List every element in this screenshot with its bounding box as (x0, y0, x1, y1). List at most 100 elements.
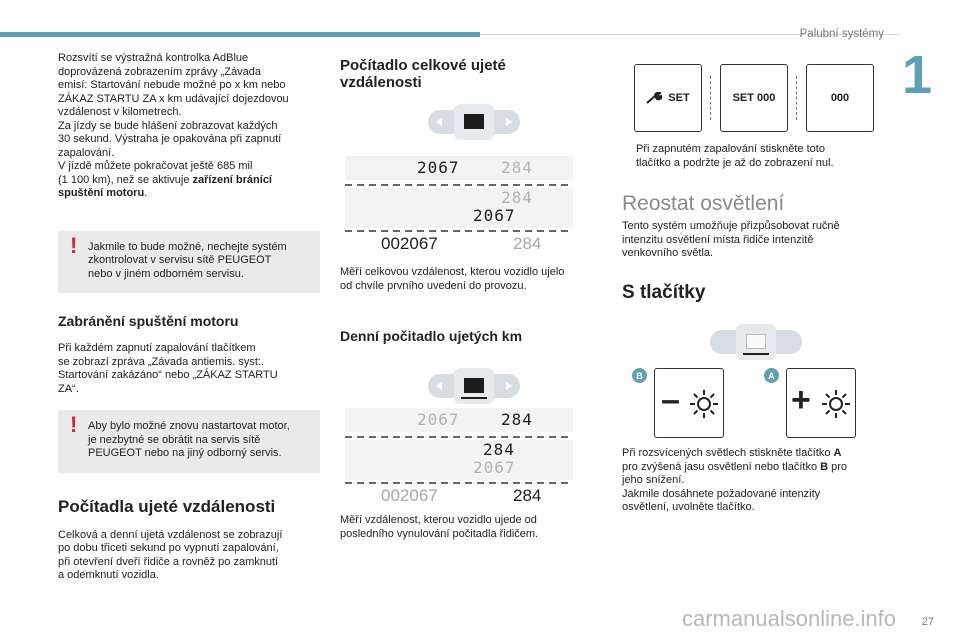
text-line: od chvíle prvního uvedení do provozu. (340, 279, 527, 292)
wrench-icon (646, 92, 663, 104)
reset-instruction: Při zapnutém zapalování stiskněte toto t… (622, 143, 884, 173)
text-line: Měří celkovou vzdálenost, kterou vozidlo… (340, 266, 565, 278)
text-line: po dobu třiceti sekund po vypnutí zapalo… (58, 542, 279, 554)
text-line: a odemknutí vozidla. (58, 569, 159, 581)
heading-line: vzdálenosti (340, 74, 422, 91)
watermark: carmanualsonline.info (682, 606, 897, 631)
right-arrow-icon (506, 118, 512, 126)
odo-total-value: 2067 (417, 410, 460, 429)
rheostat-paragraph: Tento systém umožňuje přizpůsobovat ručn… (622, 220, 840, 261)
bold-term: spuštění motoru (58, 187, 145, 199)
instrument-cluster-icon (428, 104, 520, 140)
odo-total-value: 2067 (417, 158, 460, 177)
set-label: SET 000 (732, 92, 776, 104)
odo-trip-full: 284 (513, 234, 542, 253)
step-separator (710, 76, 712, 120)
text-line: osvětlení, uvolněte tlačítko. (622, 501, 755, 513)
text-line: je nezbytné se obrátit na servis sítě (88, 433, 261, 446)
set-label: 000 (830, 92, 850, 104)
text-line: tlačítko a podržte je až do zobrazení nu… (636, 156, 834, 169)
column-left: Rozsvítí se výstražná kontrolka AdBlue d… (58, 52, 320, 583)
text-line: ZA“. (58, 382, 79, 395)
text-line: Startování zakázáno“ nebo „ZÁKAZ STARTU (58, 369, 278, 381)
right-arrow-icon (506, 382, 512, 390)
trip-odometer-desc: Měří vzdálenost, kterou vozidlo ujede od… (340, 514, 538, 541)
set-button-step1: SET (634, 64, 702, 132)
text-line: ZÁKAZ STARTU ZA x km udávající dojezdovo… (58, 92, 289, 105)
text-line: posledního vynulování počitadla řidičem. (340, 527, 539, 540)
text-line: se zobrazí zpráva „Závada antiemis. syst… (58, 355, 265, 368)
badge-a: A (764, 368, 779, 383)
instruction-text: Při zapnutém zapalování stiskněte toto t… (636, 143, 884, 170)
warning-box-service: ! Jakmile to bude možné, nechejte systém… (58, 230, 320, 293)
text-line: jeho snížení. (622, 474, 685, 486)
left-arrow-icon (436, 382, 442, 390)
text-line: zapalování. (58, 146, 115, 159)
instrument-cluster-icon (428, 368, 520, 404)
warning-icon: ! (70, 412, 78, 437)
set-button-step3: 000 (806, 64, 874, 132)
text-line: Při každém zapnutí zapalování tlačítkem (58, 342, 256, 354)
odometers-paragraph: Celková a denní ujetá vzdálenost se zobr… (58, 529, 320, 583)
text-line: Tento systém umožňuje přizpůsobovat ručn… (622, 220, 840, 232)
heading-total-odometer: Počítadlo celkové ujeté vzdálenosti (340, 57, 506, 91)
sun-icon (822, 390, 850, 418)
text-line: venkovního světla. (622, 247, 714, 259)
text-line: PEUGEOT nebo na jiný odborný servis. (88, 447, 282, 459)
odo-total-value: 2067 (473, 206, 516, 225)
heading-line: Počítadlo celkové ujeté (340, 57, 506, 74)
heading-rheostat: Reostat osvětlení (622, 192, 785, 215)
odo-trip-value: 284 (501, 188, 533, 207)
text-line: 30 sekund. Výstraha je opakována při zap… (58, 133, 282, 145)
heading-buttons: S tlačítky (622, 282, 706, 303)
brightness-decrease-button: – (654, 368, 724, 438)
text-end: . (144, 187, 148, 199)
heading-prevent-start: Zabránění spuštění motoru (58, 313, 239, 329)
page-number: 27 (921, 616, 934, 628)
odo-trip-value: 284 (501, 410, 533, 429)
text-line: Rozsvítí se výstražná kontrolka AdBlue (58, 52, 249, 64)
badge-b: B (632, 368, 647, 383)
odo-total-full: 002067 (381, 234, 438, 253)
bold-term: zařízení bránící (192, 173, 272, 186)
text-line: Za jízdy se bude hlášení zobrazovat každ… (58, 119, 278, 132)
sun-icon (690, 390, 718, 418)
text-line: při otevření dveří řidiče a rovněž po za… (58, 555, 279, 568)
warning-icon: ! (70, 232, 78, 258)
buttons-paragraph: Při rozsvícených světlech stiskněte tlač… (622, 447, 847, 515)
odometer-display-trip: 2067 284 284 2067 002067 284 (345, 408, 573, 508)
odo-trip-value: 284 (483, 440, 515, 459)
text-line: doprovázená zobrazením zprávy „Závada (58, 65, 261, 78)
bold-term: A (833, 447, 842, 459)
text-line: intenzitu osvětlení místa řidiče intenzi… (622, 233, 814, 246)
odometer-display-total: 2067 284 284 2067 002067 284 (345, 156, 573, 256)
text-line: Jakmile dosáhnete požadované intenzity (622, 487, 821, 500)
brightness-increase-button: + (786, 368, 856, 438)
step-separator (796, 76, 798, 120)
text-line: Při rozsvícených světlech stiskněte tlač… (622, 447, 834, 459)
text-line: Aby bylo možné znovu nastartovat motor, (88, 420, 290, 432)
text-line: (1 100 km), než se aktivuje (58, 173, 193, 186)
text-line: pro (828, 460, 848, 473)
text-line: Celková a denní ujetá vzdálenost se zobr… (58, 528, 283, 541)
text-line: V jízdě můžete pokračovat ještě 685 mil (58, 160, 253, 172)
header-accent-bar (0, 32, 480, 37)
set-button-step2: SET 000 (720, 64, 788, 132)
instrument-cluster-icon (710, 324, 802, 360)
plus-icon: + (791, 381, 811, 419)
text-line: emisí: Startování nebude možné po x km n… (58, 79, 286, 91)
odo-trip-value: 284 (501, 158, 533, 177)
text-line: vzdálenost v kilometrech. (58, 106, 182, 118)
text-line: Měří vzdálenost, kterou vozidlo ujede od (340, 514, 537, 526)
warning-box-restart: ! Aby bylo možné znovu nastartovat motor… (58, 410, 320, 473)
set-label: SET (668, 92, 690, 104)
section-title: Palubní systémy (799, 28, 884, 40)
total-odometer-desc: Měří celkovou vzdálenost, kterou vozidlo… (340, 266, 564, 293)
text-line: Jakmile to bude možné, nechejte systém (88, 240, 287, 253)
heading-odometers: Počítadla ujeté vzdálenosti (58, 496, 276, 516)
adblue-paragraph: Rozsvítí se výstražná kontrolka AdBlue d… (58, 52, 320, 201)
chapter-number: 1 (901, 45, 932, 105)
left-arrow-icon (436, 118, 442, 126)
header-rule (480, 34, 900, 35)
prevent-paragraph: Při každém zapnutí zapalování tlačítkem … (58, 342, 320, 396)
